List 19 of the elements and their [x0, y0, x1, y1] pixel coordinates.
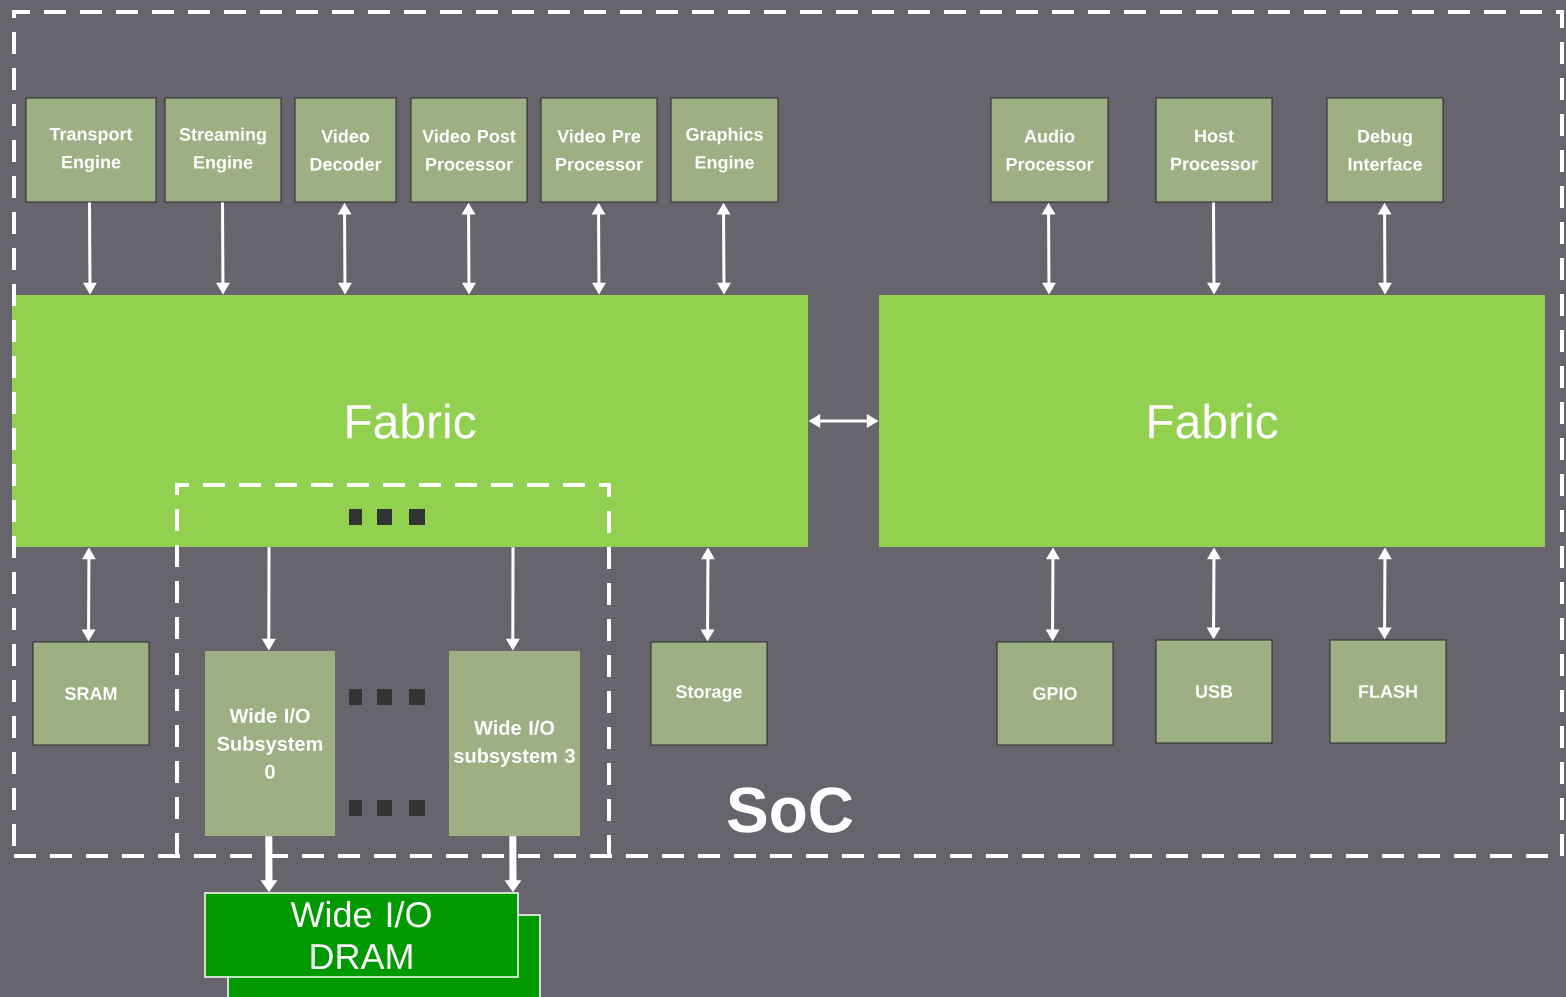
block-box: Debug Interface [1326, 97, 1444, 203]
block-box: GPIO [996, 641, 1114, 746]
block-box: Video Decoder [294, 97, 397, 203]
block-box: Transport Engine [25, 97, 157, 203]
block-box: FLASH [1329, 639, 1447, 744]
fabric-box: Fabric [879, 295, 1545, 547]
block-box: Storage [650, 641, 768, 746]
dram-box: Wide I/O DRAM [204, 892, 541, 997]
block-box: USB [1155, 639, 1273, 744]
block-box: Audio Processor [990, 97, 1109, 203]
subsystem-box: Wide I/O subsystem 3 [449, 651, 580, 836]
block-box: Video Post Processor [410, 97, 528, 203]
block-box: Streaming Engine [164, 97, 282, 203]
block-box: Video Pre Processor [540, 97, 658, 203]
block-box: Graphics Engine [670, 97, 779, 203]
block-box: Host Processor [1155, 97, 1273, 203]
block-box: SRAM [32, 641, 150, 746]
subsystem-box: Wide I/O Subsystem 0 [205, 651, 335, 836]
fabric-box: Fabric [12, 295, 808, 547]
